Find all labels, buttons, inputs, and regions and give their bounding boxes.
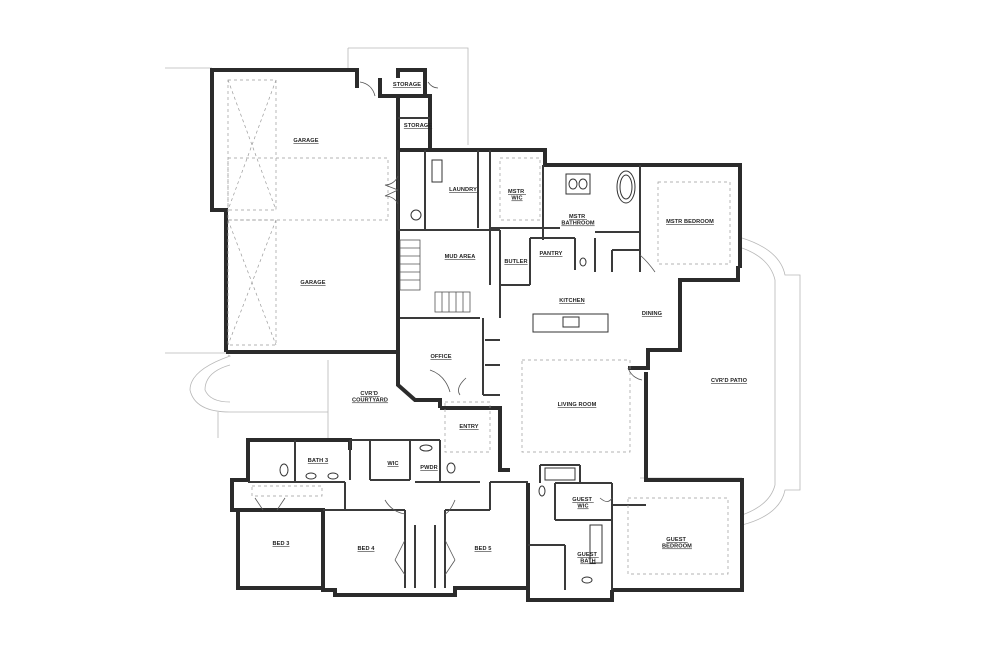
label-mstr-bedroom: MSTR BEDROOM	[666, 219, 714, 225]
label-storage-top: STORAGE	[393, 82, 421, 88]
label-dining: DINING	[642, 311, 662, 317]
label-butler: BUTLER	[504, 259, 527, 265]
label-storage: STORAGE	[404, 123, 432, 129]
label-guest-wic: GUEST WIC	[572, 497, 593, 510]
label-garage-top: GARAGE	[293, 138, 318, 144]
label-cvrd-patio: CVR'D PATIO	[711, 378, 748, 384]
label-mud-area: MUD AREA	[445, 254, 476, 260]
label-guest-bedroom: GUEST BEDROOM	[662, 537, 692, 550]
label-bed4: BED 4	[358, 546, 376, 552]
label-bed3: BED 3	[273, 541, 290, 547]
label-pwdr: PWDR	[420, 465, 438, 471]
fixtures	[279, 159, 636, 584]
door-swings	[254, 81, 656, 576]
label-kitchen: KITCHEN	[559, 298, 585, 304]
site-lines	[165, 47, 801, 526]
label-mstr-wic: MSTR WIC	[508, 189, 526, 202]
label-office: OFFICE	[430, 354, 451, 360]
dashed-outlines	[227, 79, 731, 575]
label-mstr-bathroom: MSTR BATHROOM	[561, 214, 595, 227]
label-garage-bottom: GARAGE	[300, 280, 325, 286]
exterior-walls	[210, 68, 744, 602]
interior-walls	[248, 117, 646, 590]
label-cvrd-courtyard: CVR'D COURTYARD	[352, 391, 388, 404]
label-bed5: BED 5	[475, 546, 492, 552]
label-bath3: BATH 3	[308, 458, 328, 464]
label-entry: ENTRY	[459, 424, 478, 430]
room-labels: STORAGE STORAGE GARAGE GARAGE LAUNDRY MS…	[273, 82, 748, 565]
stairs	[399, 239, 471, 313]
label-pantry: PANTRY	[540, 251, 563, 257]
label-guest-bath: GUEST BATH	[577, 552, 598, 565]
label-laundry: LAUNDRY	[449, 187, 477, 193]
label-living-room: LIVING ROOM	[558, 402, 597, 408]
label-wic: WIC	[387, 461, 398, 467]
